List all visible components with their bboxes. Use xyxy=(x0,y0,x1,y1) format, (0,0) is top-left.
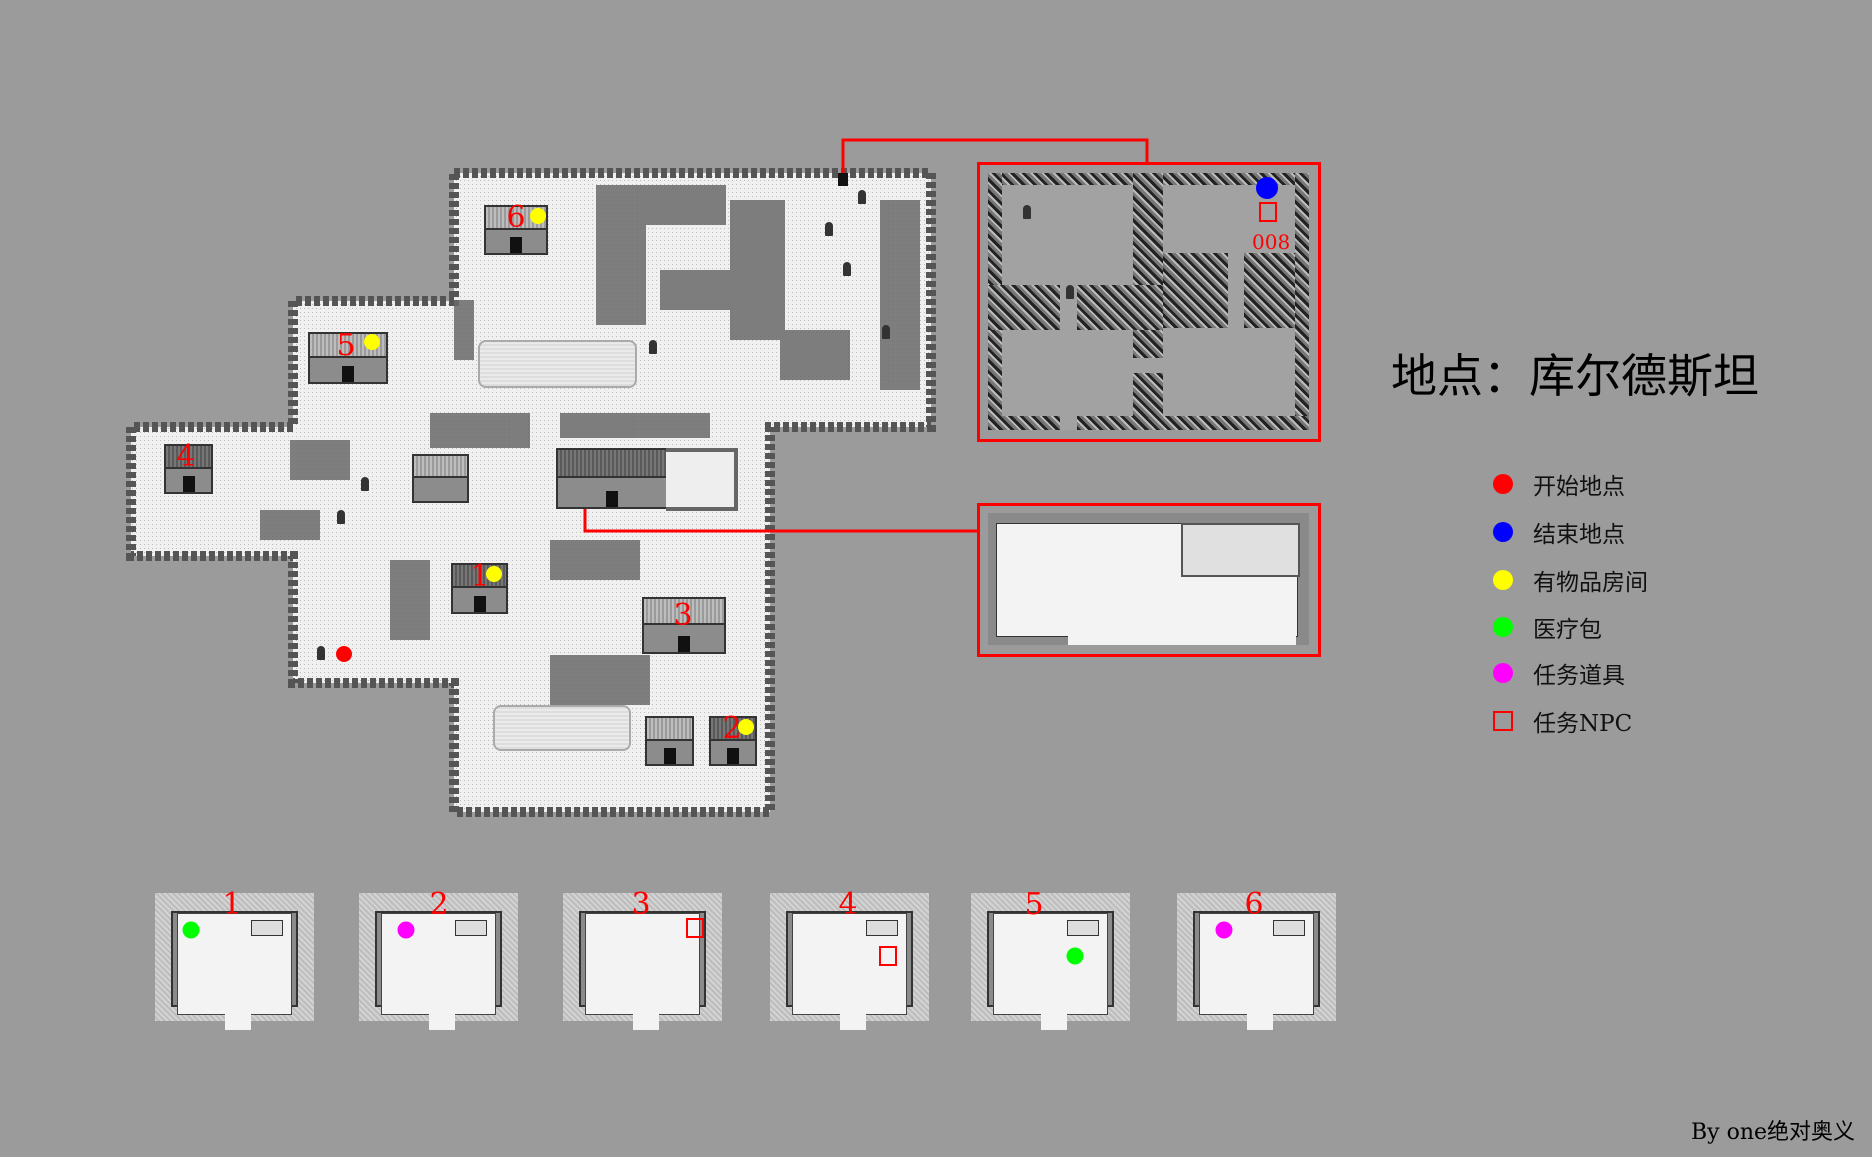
house-plain-south xyxy=(645,716,694,766)
quest-npc-marker xyxy=(1259,202,1277,222)
soldier-sprite xyxy=(825,222,833,236)
house-plain-west xyxy=(412,454,469,503)
start-point-marker xyxy=(336,646,352,662)
building-connector xyxy=(583,507,977,533)
building-label-2: 2 xyxy=(722,711,742,746)
cave-inset-frame xyxy=(977,162,1321,442)
green-dot-icon xyxy=(1493,617,1513,637)
cave-connector xyxy=(841,138,1149,173)
soldier-sprite xyxy=(649,340,657,354)
room-label-2: 2 xyxy=(429,887,449,922)
rock-clusters xyxy=(260,185,920,705)
cave-map xyxy=(988,173,1309,430)
building-interior-map xyxy=(988,513,1309,645)
building-label-1: 1 xyxy=(470,559,490,594)
quest-item-marker xyxy=(1215,921,1233,939)
cave-npc-sprite xyxy=(1023,205,1031,219)
item-room-marker xyxy=(364,334,380,350)
legend-start: 开始地点 xyxy=(1493,470,1625,500)
legend-item-room: 有物品房间 xyxy=(1493,566,1648,596)
pasture-north xyxy=(478,340,637,388)
quest-npc-marker xyxy=(879,946,897,966)
house-5[interactable] xyxy=(308,332,388,384)
building-label-6: 6 xyxy=(506,200,526,235)
cave-npc-label: 008 xyxy=(1252,230,1291,254)
quest-item-marker xyxy=(397,921,415,939)
room-2[interactable] xyxy=(359,893,518,1030)
room-label-3: 3 xyxy=(631,887,651,922)
medkit-marker xyxy=(182,921,200,939)
legend-medkit: 医疗包 xyxy=(1493,613,1602,643)
item-room-marker xyxy=(486,566,502,582)
yellow-dot-icon xyxy=(1493,570,1513,590)
building-label-3: 3 xyxy=(673,598,693,633)
headquarters-yard xyxy=(666,448,738,511)
cave-entrance xyxy=(838,173,848,186)
room-label-4: 4 xyxy=(838,887,858,922)
house-4[interactable] xyxy=(164,444,213,494)
headquarters-building[interactable] xyxy=(556,448,668,509)
soldier-sprite xyxy=(858,190,866,204)
magenta-dot-icon xyxy=(1493,663,1513,683)
cave-player-sprite xyxy=(1066,285,1074,299)
legend-quest-npc: 任务NPC xyxy=(1493,707,1632,737)
red-dot-icon xyxy=(1493,474,1513,494)
room-6[interactable] xyxy=(1177,893,1336,1030)
pasture-south xyxy=(493,705,631,751)
end-point-marker xyxy=(1256,177,1278,199)
author-credit: By one绝对奥义 xyxy=(1691,1120,1856,1145)
building-inset-frame xyxy=(977,503,1321,657)
quest-npc-marker xyxy=(686,918,704,938)
room-label-5: 5 xyxy=(1024,887,1044,922)
villager-sprite xyxy=(337,510,345,524)
legend-end: 结束地点 xyxy=(1493,518,1625,548)
legend-quest-item: 任务道具 xyxy=(1493,659,1625,689)
room-label-1: 1 xyxy=(222,887,242,922)
room-4[interactable] xyxy=(770,893,929,1030)
red-square-icon xyxy=(1493,711,1513,731)
medkit-marker xyxy=(1066,947,1084,965)
location-title: 地点：库尔德斯坦 xyxy=(1391,349,1759,403)
blue-dot-icon xyxy=(1493,522,1513,542)
room-3[interactable] xyxy=(563,893,722,1030)
villager-sprite xyxy=(361,477,369,491)
building-label-5: 5 xyxy=(336,328,356,363)
room-label-6: 6 xyxy=(1244,887,1264,922)
church-3[interactable] xyxy=(642,597,726,654)
item-room-marker xyxy=(738,719,754,735)
building-label-4: 4 xyxy=(176,439,196,474)
item-room-marker xyxy=(530,208,546,224)
room-5[interactable] xyxy=(971,893,1130,1030)
soldier-sprite xyxy=(843,262,851,276)
player-sprite xyxy=(317,646,325,660)
soldier-sprite xyxy=(882,325,890,339)
